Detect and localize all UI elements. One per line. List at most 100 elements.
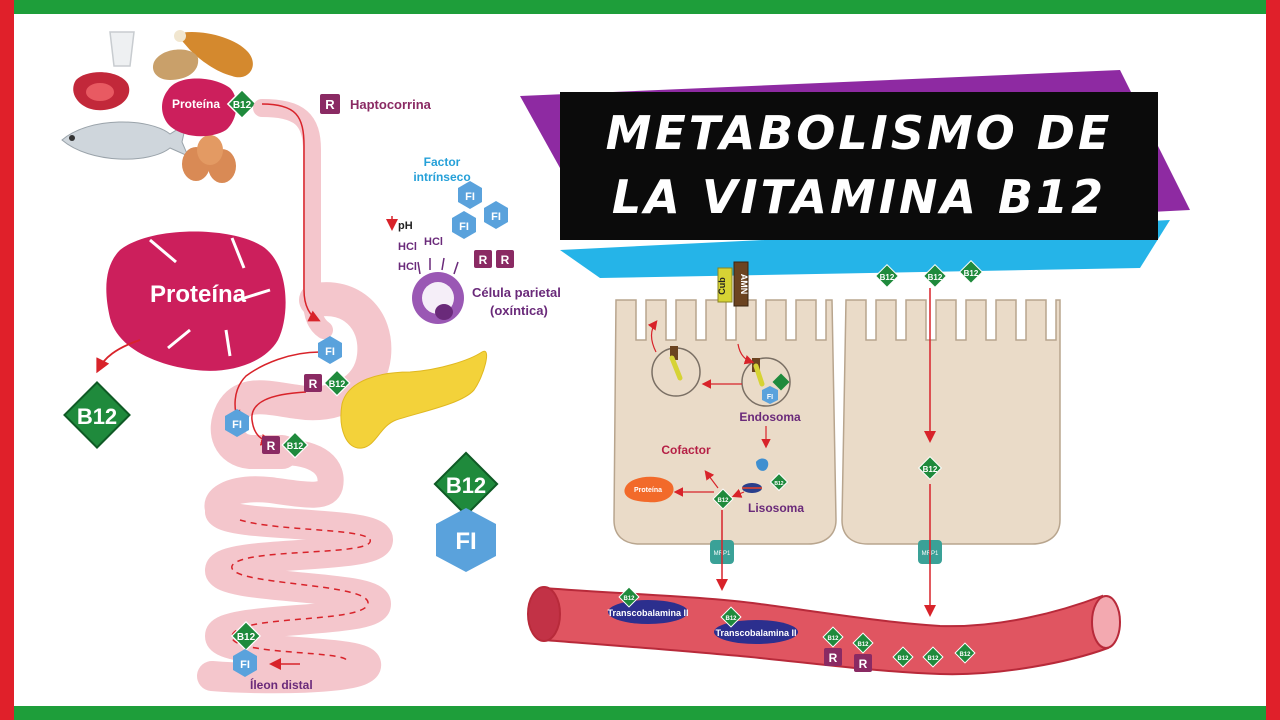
factor-intrinseco-label-2: intrínseco: [413, 170, 470, 184]
frame-right-border: [1266, 0, 1280, 720]
title-line-2: LA VITAMINA B12: [611, 170, 1107, 224]
svg-text:FI: FI: [491, 211, 501, 223]
svg-text:B12: B12: [959, 652, 971, 658]
endosoma-label: Endosoma: [739, 410, 801, 424]
svg-text:AMN: AMN: [739, 274, 749, 295]
protein-large-label: Proteína: [150, 281, 247, 308]
celula-parietal-label: Célula parietal: [472, 285, 561, 300]
svg-text:B12: B12: [923, 465, 938, 474]
svg-text:R: R: [501, 253, 510, 267]
b12-fi-complex-large: B12 FI: [433, 451, 499, 572]
svg-text:R: R: [829, 651, 838, 665]
frame-top-border: [0, 0, 1280, 14]
svg-text:B12: B12: [880, 273, 895, 282]
r-b12-complex-blood-1: B12 R: [822, 626, 844, 666]
protein-cell-blob: [624, 476, 674, 503]
title-line-1: METABOLISMO DE: [605, 106, 1113, 160]
factor-intrinseco-label-1: Factor: [424, 155, 461, 169]
svg-text:B12: B12: [897, 656, 909, 662]
b12-badge-food: B12: [226, 88, 258, 120]
svg-text:Transcobalamina II: Transcobalamina II: [715, 628, 796, 638]
parietal-cell-icon: [412, 257, 464, 324]
esophagus: [253, 99, 333, 339]
cubam-receptor: Cub AMN: [717, 261, 749, 307]
chicken-leg-icon: [176, 32, 253, 78]
b12-badges-blood: B12 B12 B12: [892, 642, 976, 668]
svg-text:Transcobalamina II: Transcobalamina II: [607, 608, 688, 618]
svg-text:FI: FI: [232, 419, 242, 431]
digestion-path-arrow: [261, 103, 321, 322]
b12-fi-complex-ileum: B12 FI: [231, 621, 261, 677]
ileon-distal-label: Íleon distal: [250, 677, 313, 692]
r-b12-complex-duodenum: R B12: [262, 431, 309, 459]
svg-text:B12: B12: [827, 636, 839, 642]
small-intestine: [197, 497, 393, 694]
endosome-vesicle: FI: [741, 357, 791, 407]
protein-food-blob: [162, 78, 237, 137]
b12-badge-cell-left: B12: [712, 488, 734, 510]
svg-text:B12: B12: [623, 596, 635, 602]
gi-tract: [197, 99, 393, 694]
cofactor-label: Cofactor: [661, 443, 711, 457]
svg-text:Cub: Cub: [717, 277, 727, 295]
haptocorrin-letter: R: [325, 97, 335, 112]
svg-text:R: R: [859, 657, 868, 671]
protein-large-blob: [106, 231, 286, 371]
r-b12-complex-stomach: R B12: [304, 369, 351, 397]
svg-text:FI: FI: [240, 659, 250, 671]
svg-text:R: R: [479, 253, 488, 267]
svg-text:B12: B12: [964, 269, 979, 278]
svg-text:B12: B12: [233, 100, 252, 111]
svg-text:B12: B12: [774, 481, 783, 487]
glass-icon: [109, 31, 135, 67]
frame-bottom-border: [0, 706, 1280, 720]
svg-text:B12: B12: [928, 273, 943, 282]
svg-text:FI: FI: [459, 221, 469, 233]
hcl-label-2: HCl: [424, 236, 443, 248]
svg-text:B12: B12: [237, 632, 256, 643]
svg-text:B12: B12: [927, 656, 939, 662]
fi-hexagon-stomach: FI: [318, 336, 342, 364]
svg-text:B12: B12: [717, 498, 729, 504]
protein-food-label: Proteína: [172, 97, 220, 111]
svg-text:B12: B12: [287, 441, 304, 451]
svg-text:B12: B12: [857, 642, 869, 648]
duodenum: [204, 439, 344, 525]
pancreas: [340, 350, 487, 449]
bread-icon: [152, 49, 199, 80]
svg-text:FI: FI: [767, 394, 773, 401]
food-icons: [61, 30, 253, 183]
enterocyte-right: [841, 299, 1061, 545]
transcobalamin-complex-1: Transcobalamina II B12: [607, 586, 689, 624]
hcl-label-1: HCl: [398, 241, 417, 253]
svg-text:B12: B12: [77, 404, 117, 429]
svg-text:R: R: [267, 439, 276, 453]
svg-text:B12: B12: [446, 473, 486, 498]
title-box: METABOLISMO DE LA VITAMINA B12: [560, 92, 1158, 240]
fish-icon: [61, 121, 189, 160]
transcobalamin-complex-2: Transcobalamina II B12: [714, 606, 798, 644]
fi-hexagon-cluster: FI FI FI: [452, 181, 508, 239]
svg-text:FI: FI: [455, 528, 476, 555]
b12-badge-large: B12: [63, 381, 131, 449]
vesicle-left: [651, 346, 701, 397]
svg-text:FI: FI: [465, 191, 475, 203]
protein-cell-label: Proteína: [634, 487, 662, 494]
haptocorrin-label: Haptocorrina: [350, 97, 432, 112]
svg-text:B12: B12: [329, 379, 346, 389]
lysosome-icon: B12: [742, 458, 789, 493]
r-pair-cluster: R R: [474, 250, 514, 268]
oxintica-label: (oxíntica): [490, 303, 548, 318]
b12-badges-lumen: B12 B12 B12: [874, 259, 984, 289]
lisosoma-label: Lisosoma: [748, 501, 804, 515]
haptocorrin-badge: [320, 94, 340, 114]
svg-text:B12: B12: [725, 616, 737, 622]
hcl-label-3: HCl: [398, 261, 417, 273]
svg-text:R: R: [309, 377, 318, 391]
b12-badge-cell-right: B12: [917, 455, 943, 481]
r-b12-complex-blood-2: B12 R: [852, 632, 874, 672]
fi-hexagon-duodenum: FI: [225, 409, 249, 437]
frame-left-border: [0, 0, 14, 720]
